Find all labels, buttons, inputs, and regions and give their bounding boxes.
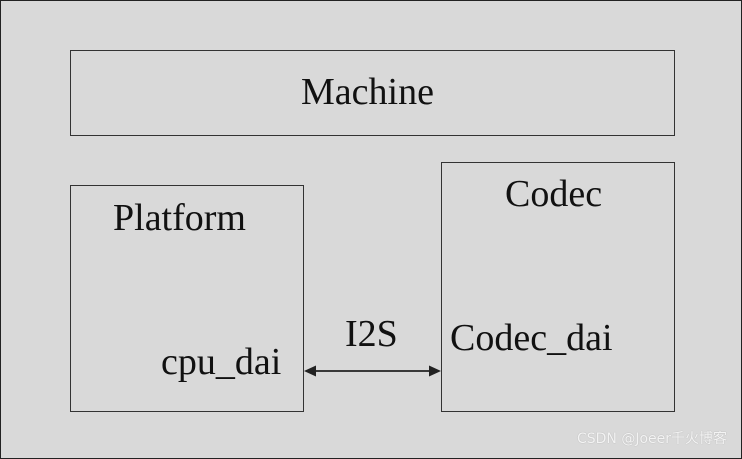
watermark: CSDN @Joeer千火博客 (576, 431, 727, 447)
arrowhead-right-icon (429, 365, 441, 377)
machine-box (70, 50, 675, 136)
codec-label: Codec (505, 173, 603, 215)
codec-box (441, 162, 675, 412)
i2s-label: I2S (345, 313, 398, 355)
codec-dai-label: Codec_dai (450, 317, 613, 359)
platform-label: Platform (113, 197, 246, 239)
arrowhead-left-icon (304, 365, 316, 377)
platform-box (70, 185, 304, 412)
cpu-dai-label: cpu_dai (161, 341, 282, 383)
machine-label: Machine (301, 71, 434, 113)
